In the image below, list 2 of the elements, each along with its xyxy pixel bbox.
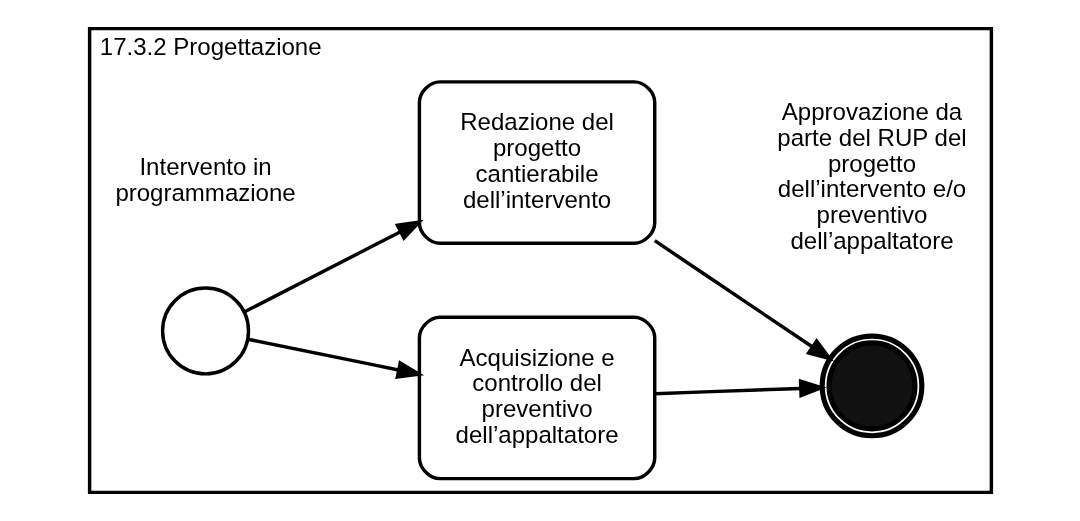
node-label: Approvazione da parte del RUP del progetto dell’intervento e/o preventivo dell’appaltatore bbox=[776, 97, 967, 254]
node-label: Intervento in programmazione bbox=[114, 152, 296, 206]
